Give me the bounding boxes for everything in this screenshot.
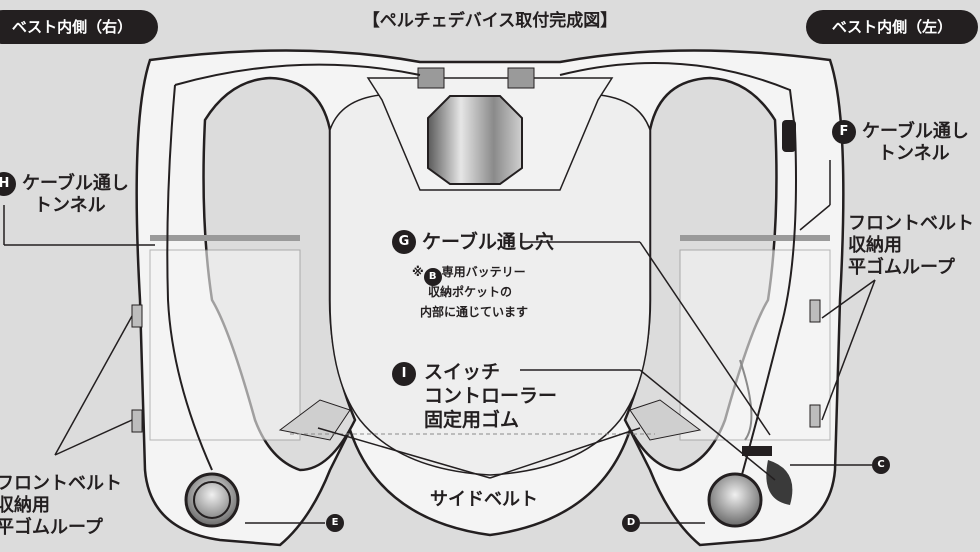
cable-hole-label: ケーブル通し穴 — [422, 231, 554, 253]
cable-tunnel-f-label-1: ケーブル通し — [862, 121, 969, 142]
marker-g: G — [392, 230, 416, 254]
elastic-loop — [131, 304, 143, 328]
marker-i: I — [392, 362, 416, 386]
elastic-loop — [809, 299, 821, 323]
front-belt-right-label-2: 収納用 — [0, 495, 50, 516]
front-belt-right-label-1: フロントベルト — [0, 473, 122, 494]
front-belt-right-label-3: 平ゴムループ — [0, 517, 103, 538]
vest-left-inside-label: ベスト内側（左） — [806, 10, 978, 44]
cable-hole-note-2: 収納ポケットの — [428, 285, 513, 299]
diagram-title: 【ペルチェデバイス取付完成図】 — [362, 11, 618, 31]
cable-left-side — [559, 62, 797, 501]
cable-tunnel-h-label-1: ケーブル通し — [22, 173, 129, 194]
note-asterisk: ※ — [412, 265, 424, 279]
switch-label-3: 固定用ゴム — [424, 409, 520, 431]
cable-tunnel-h-label-2: トンネル — [34, 195, 106, 216]
switch-label-2: コントローラー — [424, 385, 558, 407]
front-belt-left-label-2: 収納用 — [848, 235, 902, 256]
elastic-loop — [809, 404, 821, 428]
side-belt-left — [278, 399, 351, 441]
marker-d: D — [622, 514, 640, 532]
front-belt-left-label-1: フロントベルト — [848, 213, 974, 234]
controller-left — [707, 472, 763, 528]
marker-f: F — [832, 120, 856, 144]
marker-h: H — [0, 172, 16, 196]
vest-right-inside-label: ベスト内側（右） — [0, 10, 158, 44]
switch-label-1: スイッチ — [424, 361, 501, 383]
side-belt-right — [629, 399, 702, 441]
marker-e: E — [326, 514, 344, 532]
cable-tunnel-f-label-2: トンネル — [878, 143, 950, 164]
side-belt-label: サイドベルト — [430, 489, 538, 510]
note-line-1: 専用バッテリー — [441, 265, 526, 279]
front-belt-left-label-3: 平ゴムループ — [848, 257, 955, 278]
marker-c: C — [872, 456, 890, 474]
elastic-loop — [131, 409, 143, 433]
peltier-device — [427, 95, 523, 185]
cable-right-side — [166, 63, 421, 471]
cable-hole-note-3: 内部に通じています — [420, 305, 529, 319]
marker-b: B — [423, 268, 442, 286]
